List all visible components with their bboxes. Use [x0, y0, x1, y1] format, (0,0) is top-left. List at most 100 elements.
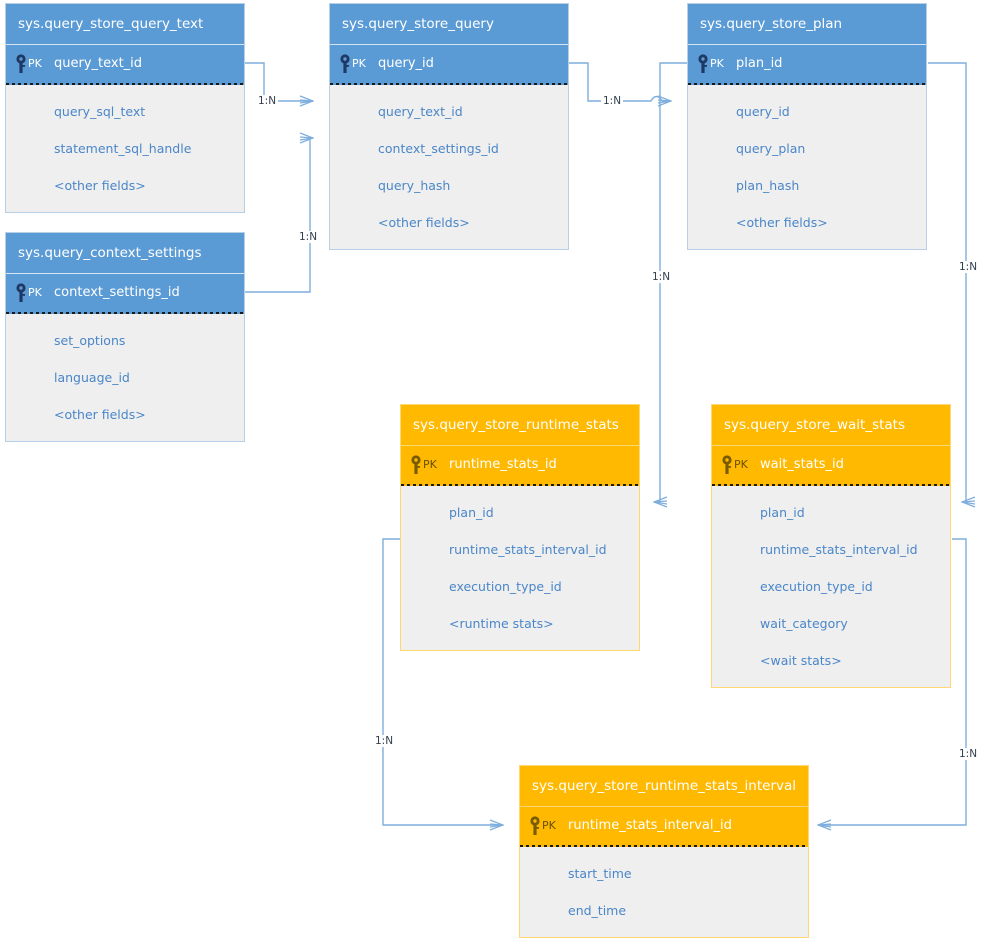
pk-field-name: context_settings_id [54, 285, 180, 300]
key-icon [411, 455, 424, 475]
key-icon [698, 54, 711, 74]
field-row: execution_type_id [760, 579, 873, 594]
field-row: <other fields> [54, 178, 146, 193]
field-row: query_hash [378, 178, 451, 193]
field-row: wait_category [760, 616, 848, 631]
entity-fields: plan_id runtime_stats_interval_id execut… [712, 486, 950, 687]
field-row: start_time [568, 866, 632, 881]
field-row: <other fields> [736, 215, 828, 230]
field-row: plan_hash [736, 178, 800, 193]
pk-label: PK [352, 57, 366, 70]
field-pad-top [520, 847, 808, 855]
entity-title: sys.query_store_query [330, 4, 568, 45]
pk-field-name: runtime_stats_interval_id [568, 818, 732, 833]
pk-separator [6, 83, 244, 85]
primary-key-row[interactable]: PK wait_stats_id [712, 446, 950, 484]
entity-title: sys.query_store_plan [688, 4, 926, 45]
field-row: statement_sql_handle [54, 141, 192, 156]
pk-label: PK [710, 57, 724, 70]
pk-separator [6, 312, 244, 314]
field-row: execution_type_id [449, 579, 562, 594]
entity-fields: set_options language_id <other fields> [6, 314, 244, 441]
pk-field-name: query_text_id [54, 56, 143, 71]
primary-key-row[interactable]: PK runtime_stats_interval_id [520, 807, 808, 845]
key-icon [530, 816, 543, 836]
pk-label: PK [423, 458, 437, 471]
entity-title: sys.query_store_query_text [6, 4, 244, 45]
pk-label: PK [734, 458, 748, 471]
key-icon [722, 455, 735, 475]
entity-query-context-settings[interactable]: sys.query_context_settings PK context_se… [5, 232, 245, 442]
cardinality-label-r7: 1:N [957, 748, 980, 760]
entity-fields: query_sql_text statement_sql_handle <oth… [6, 85, 244, 212]
pk-field-name: wait_stats_id [760, 457, 844, 472]
field-row: plan_id [760, 505, 805, 520]
entity-title: sys.query_store_runtime_stats [401, 405, 639, 446]
field-row: end_time [568, 903, 627, 918]
primary-key-row[interactable]: PK runtime_stats_id [401, 446, 639, 484]
field-pad-bottom [6, 204, 244, 212]
key-icon [340, 54, 353, 74]
pk-separator [520, 845, 808, 847]
cardinality-label-r1: 1:N [256, 95, 279, 107]
connector-interval-to-wait-stats [818, 538, 967, 825]
entity-query-store-runtime-stats[interactable]: sys.query_store_runtime_stats PK runtime… [400, 404, 640, 651]
field-row: query_sql_text [54, 104, 146, 119]
primary-key-row[interactable]: PK context_settings_id [6, 274, 244, 312]
pk-field-name: runtime_stats_id [449, 457, 557, 472]
field-row: <other fields> [378, 215, 470, 230]
field-pad-bottom [330, 241, 568, 249]
cardinality-label-r3: 1:N [601, 95, 624, 107]
entity-title: sys.query_store_wait_stats [712, 405, 950, 446]
field-row: set_options [54, 333, 126, 348]
field-pad-top [330, 85, 568, 93]
primary-key-row[interactable]: PK query_id [330, 45, 568, 83]
pk-separator [401, 484, 639, 486]
field-row: <wait stats> [760, 653, 842, 668]
pk-separator [688, 83, 926, 85]
entity-fields: query_text_id context_settings_id query_… [330, 85, 568, 249]
field-pad-bottom [688, 241, 926, 249]
entity-query-store-query-text[interactable]: sys.query_store_query_text PK query_text… [5, 3, 245, 213]
cardinality-label-r5: 1:N [957, 261, 980, 273]
entity-fields: plan_id runtime_stats_interval_id execut… [401, 486, 639, 650]
connector-plan-to-wait-stats [928, 62, 966, 502]
connector-query-text-to-query [245, 62, 313, 101]
field-row: context_settings_id [378, 141, 499, 156]
field-pad-top [6, 85, 244, 93]
field-row: runtime_stats_interval_id [449, 542, 607, 557]
entity-fields: start_time end_time [520, 847, 808, 937]
entity-title: sys.query_store_runtime_stats_interval [520, 766, 808, 807]
entity-query-store-runtime-stats-interval[interactable]: sys.query_store_runtime_stats_interval P… [519, 765, 809, 938]
field-pad-bottom [6, 433, 244, 441]
pk-field-name: query_id [378, 56, 434, 71]
field-pad-bottom [712, 679, 950, 687]
field-row: language_id [54, 370, 130, 385]
field-pad-bottom [401, 642, 639, 650]
key-icon [16, 54, 29, 74]
key-icon [16, 283, 29, 303]
entity-title: sys.query_context_settings [6, 233, 244, 274]
field-row: query_text_id [378, 104, 463, 119]
pk-field-name: plan_id [736, 56, 783, 71]
field-row: <runtime stats> [449, 616, 554, 631]
entity-query-store-plan[interactable]: sys.query_store_plan PK plan_id query_id… [687, 3, 927, 250]
connector-interval-to-runtime-stats [382, 538, 503, 825]
field-pad-top [401, 486, 639, 494]
entity-query-store-query[interactable]: sys.query_store_query PK query_id query_… [329, 3, 569, 250]
field-pad-top [6, 314, 244, 322]
field-row: query_plan [736, 141, 806, 156]
cardinality-label-r2: 1:N [297, 231, 320, 243]
field-row: <other fields> [54, 407, 146, 422]
field-pad-top [712, 486, 950, 494]
entity-query-store-wait-stats[interactable]: sys.query_store_wait_stats PK wait_stats… [711, 404, 951, 688]
pk-label: PK [28, 57, 42, 70]
primary-key-row[interactable]: PK plan_id [688, 45, 926, 83]
pk-separator [330, 83, 568, 85]
field-row: query_id [736, 104, 790, 119]
connector-context-settings-to-query [245, 138, 313, 293]
entity-fields: query_id query_plan plan_hash <other fie… [688, 85, 926, 249]
primary-key-row[interactable]: PK query_text_id [6, 45, 244, 83]
pk-label: PK [28, 286, 42, 299]
